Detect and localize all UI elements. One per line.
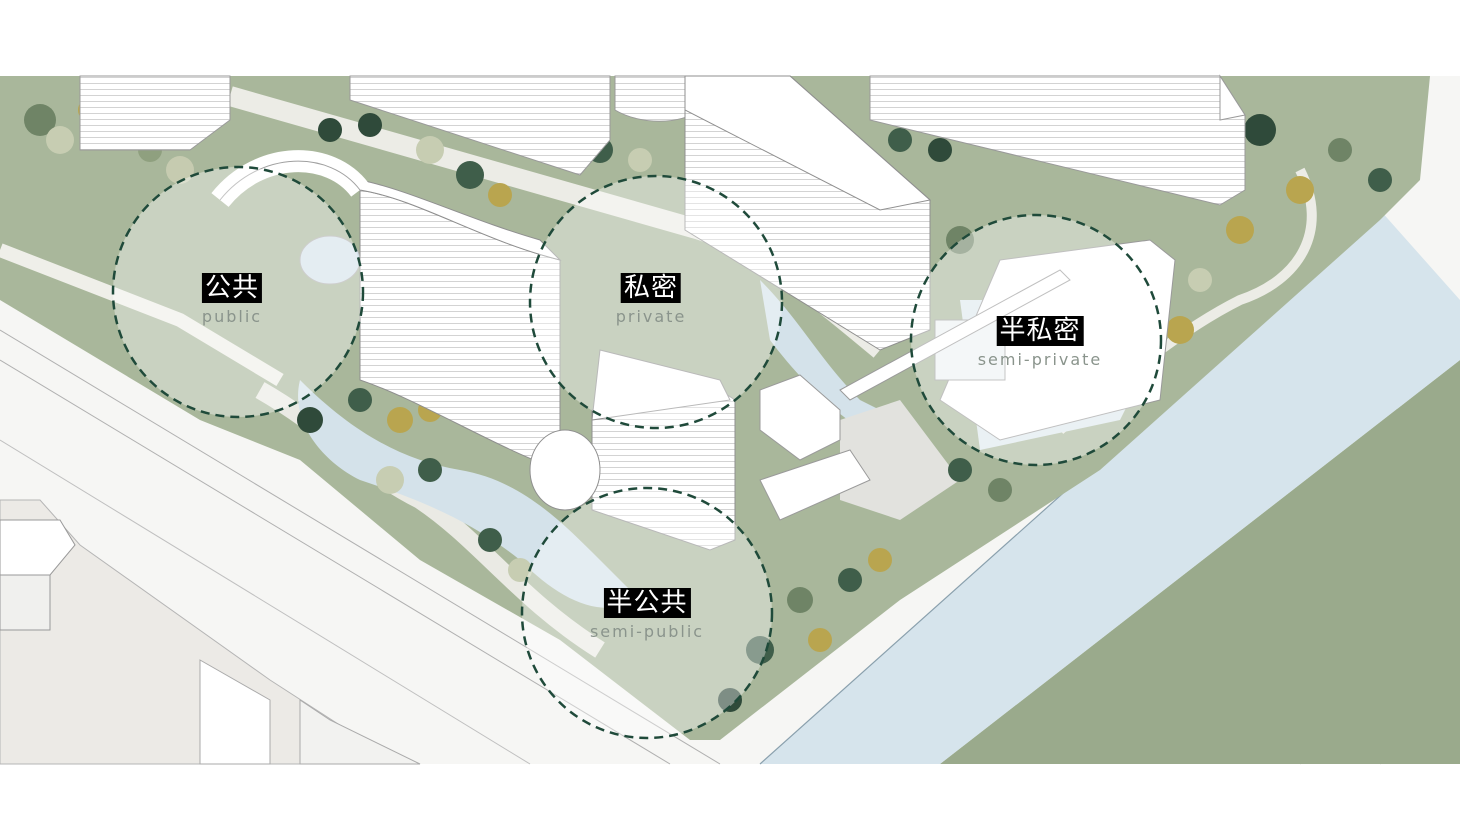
zone-label-semi-public: 半公共 semi-public [590, 588, 704, 641]
zone-title-public: 公共 [202, 273, 262, 303]
zone-title-semi-private: 半私密 [996, 316, 1083, 346]
zone-subtitle-private: private [616, 307, 687, 326]
zone-title-semi-public: 半公共 [603, 588, 690, 618]
zone-label-public: 公共 public [202, 273, 262, 326]
zone-title-private: 私密 [621, 273, 681, 303]
zone-label-private: 私密 private [616, 273, 687, 326]
zone-label-semi-private: 半私密 semi-private [978, 316, 1103, 369]
zone-subtitle-semi-private: semi-private [978, 350, 1103, 369]
zone-subtitle-semi-public: semi-public [590, 622, 704, 641]
zone-subtitle-public: public [202, 307, 262, 326]
